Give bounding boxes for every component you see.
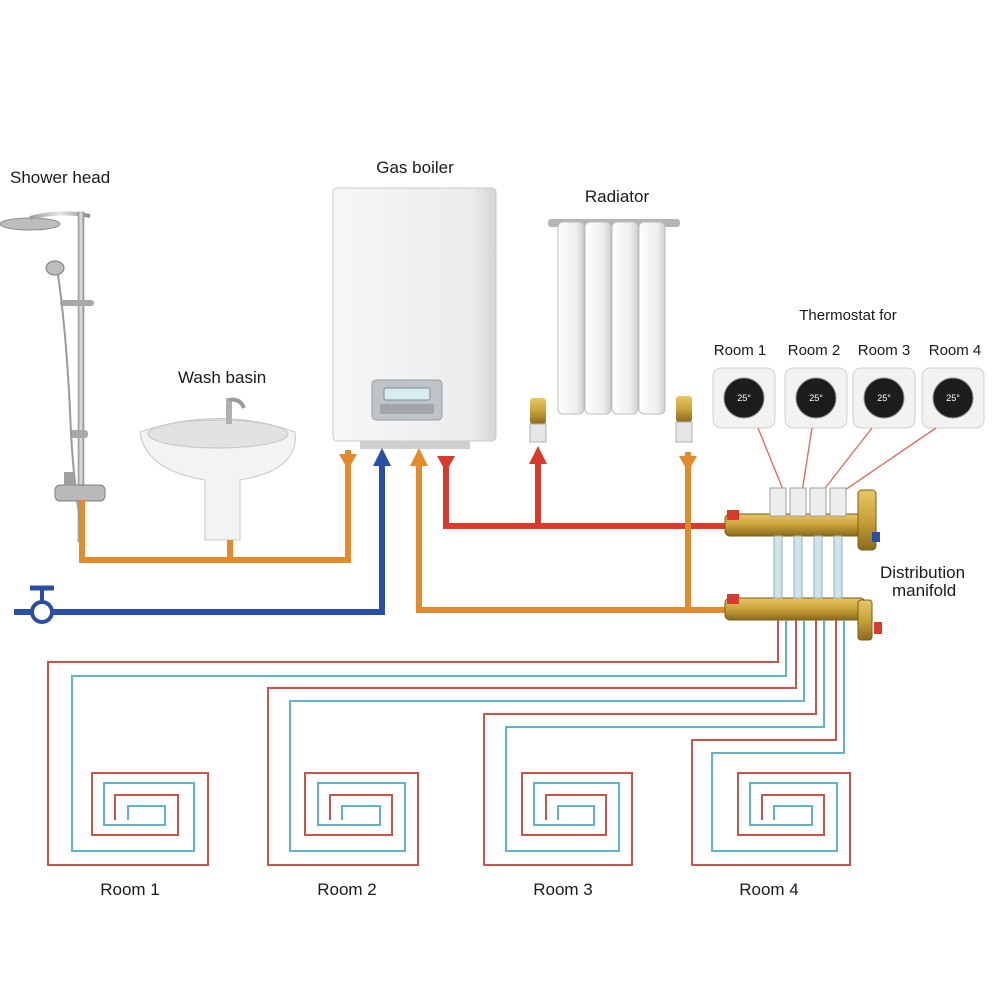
radiator-unit: [529, 219, 693, 443]
floor-loop-room-2: [267, 620, 805, 866]
arrow-up-icon: [529, 446, 547, 464]
flow-arrows: [339, 446, 697, 472]
arrow-down-icon: [339, 454, 357, 470]
underfloor-loops: [47, 620, 851, 866]
arrow-up-icon: [410, 448, 428, 466]
pipe-network: [14, 450, 735, 615]
floor-room-3-label: Room 3: [533, 880, 593, 899]
distribution-manifold: [724, 487, 882, 641]
cold-water-valve-icon: [30, 585, 54, 624]
arrow-down-icon: [679, 456, 697, 472]
floor-loop-room-4: [691, 620, 851, 866]
thermostat-room-2: [784, 367, 848, 429]
floor-room-2-label: Room 2: [317, 880, 377, 899]
arrow-up-icon: [373, 448, 391, 466]
radiator-label: Radiator: [584, 187, 650, 206]
distribution-label: Distribution: [880, 563, 966, 582]
thermostat-room-3-label: Room 3: [857, 342, 911, 359]
shower-head-fixture: [0, 211, 106, 543]
thermostat-4-display: 25°: [946, 393, 960, 403]
wash-basin-label: Wash basin: [178, 368, 267, 387]
thermostat-wires: [757, 427, 937, 493]
thermostat-1-display: 25°: [737, 393, 751, 403]
thermostat-2-display: 25°: [809, 393, 823, 403]
thermostat-room-1: [712, 367, 776, 429]
floor-loop-room-1: [47, 620, 787, 866]
thermostat-room-2-label: Room 2: [787, 342, 841, 359]
gas-boiler-label: Gas boiler: [376, 158, 454, 177]
thermostat-room-1-label: Room 1: [713, 342, 767, 359]
thermostat-heading: Thermostat for: [799, 307, 897, 324]
shower-head-label: Shower head: [10, 168, 111, 187]
arrow-down-icon: [437, 456, 455, 472]
floor-room-1-label: Room 1: [100, 880, 160, 899]
manifold-label: manifold: [892, 581, 957, 600]
floor-room-4-label: Room 4: [739, 880, 799, 899]
floor-loop-room-3: [483, 620, 825, 866]
thermostat-room-4: [921, 367, 985, 429]
thermostat-room-3: [852, 367, 916, 429]
thermostat-3-display: 25°: [877, 393, 891, 403]
thermostat-room-4-label: Room 4: [928, 342, 982, 359]
wash-basin-fixture: [139, 397, 296, 541]
gas-boiler-unit: [332, 187, 497, 449]
